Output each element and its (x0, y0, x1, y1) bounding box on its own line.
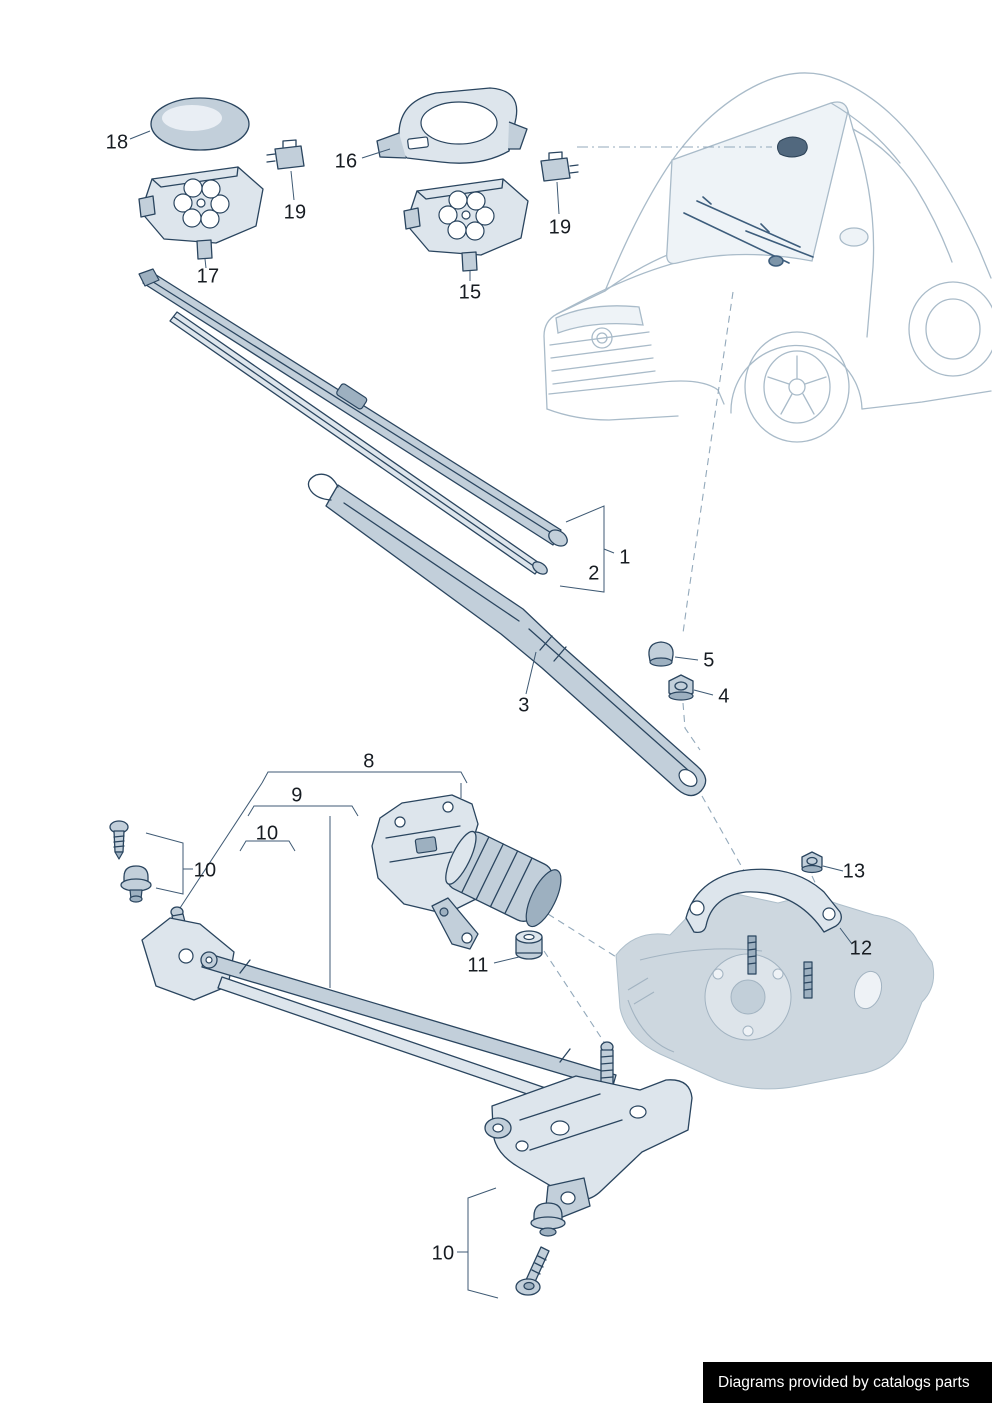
callout-17: 17 (196, 265, 220, 288)
bushing (493, 930, 543, 964)
mount-screw-top (109, 820, 129, 860)
cap (648, 641, 699, 667)
side-mirror (839, 227, 869, 247)
windshield-rain-sensor (777, 136, 808, 158)
headlight (555, 305, 644, 334)
callout-16: 16 (334, 150, 358, 173)
callout-10-bottom: 10 (431, 1242, 455, 1265)
callout-19-right: 19 (548, 216, 572, 239)
callout-ladder (179, 771, 468, 988)
front-wheel (744, 331, 850, 443)
callout-2: 2 (588, 562, 600, 585)
sensor-connector-left (266, 139, 305, 201)
mount-screw-bottom (515, 1246, 550, 1296)
bracket-nut (801, 851, 844, 874)
rubber-grommet-bottom (530, 1202, 566, 1237)
wiper-blade-2 (169, 311, 548, 575)
callout-1: 1 (619, 546, 631, 569)
brand-emblem (591, 327, 613, 349)
bearing-bracket (484, 1075, 693, 1219)
callout-11: 11 (467, 954, 489, 977)
callout-10-ladder: 10 (255, 822, 279, 845)
callout-12: 12 (849, 937, 873, 960)
callout-13: 13 (842, 860, 866, 883)
callout-3: 3 (518, 694, 530, 717)
callout-5: 5 (703, 649, 715, 672)
callout-4: 4 (718, 685, 730, 708)
grille-lines (549, 331, 656, 385)
callout-19-left: 19 (283, 201, 307, 224)
rain-sensor-gel-pad (129, 97, 250, 151)
wiper-linkage (141, 906, 617, 1118)
blade-group-bracket (559, 505, 615, 593)
body-panel (615, 892, 935, 1090)
callout-10-left: 10 (193, 859, 217, 882)
hex-nut (668, 674, 714, 701)
rubber-grommet-top (120, 865, 152, 903)
callout-9: 9 (291, 784, 303, 807)
callout-15: 15 (458, 281, 482, 304)
rain-sensor-rear (403, 178, 529, 281)
wiper-motor (371, 794, 562, 950)
fastener-bracket-bottom (457, 1187, 499, 1299)
wiper-blade-1 (138, 268, 568, 547)
mounting-bracket (685, 868, 853, 999)
footer-bar: Diagrams provided by catalogs parts (703, 1362, 992, 1403)
footer-text: Diagrams provided by catalogs parts (718, 1373, 970, 1391)
rear-wheel (908, 281, 992, 377)
sensor-connector-right (540, 151, 579, 215)
callout-8: 8 (363, 750, 375, 773)
wiper-arm (307, 473, 707, 797)
installed-wiper-mechanism (683, 196, 814, 267)
rain-sensor-front (138, 166, 264, 269)
callout-18: 18 (105, 131, 129, 154)
fastener-bracket-left (145, 832, 193, 895)
sensor-cover (361, 87, 528, 164)
car-illustration (543, 72, 992, 443)
